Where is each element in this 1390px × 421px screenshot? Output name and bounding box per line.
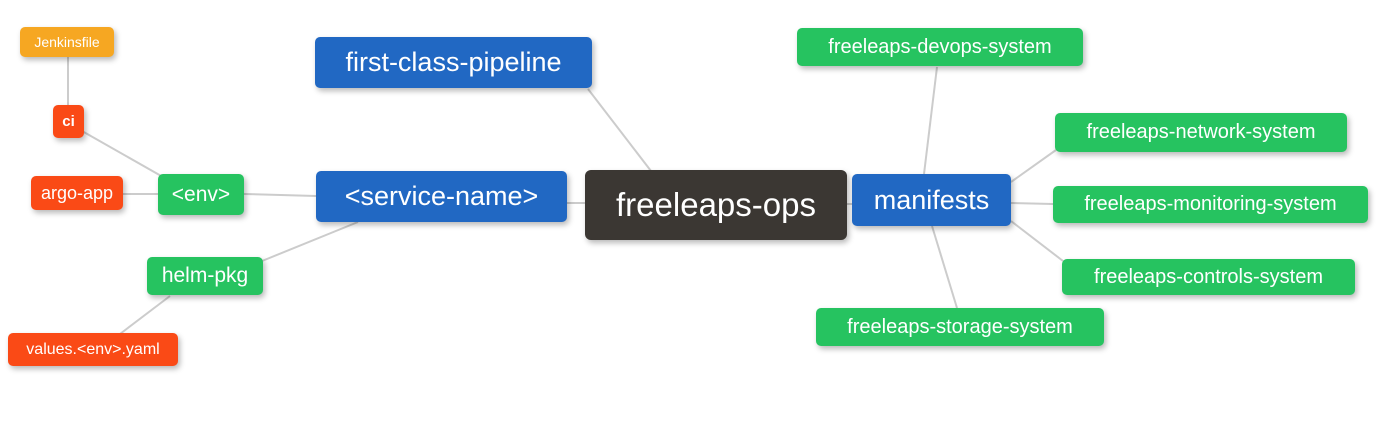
node-manifests[interactable]: manifests — [852, 174, 1011, 226]
edge-manifests-network — [1010, 149, 1057, 183]
node-freeleaps-controls-system[interactable]: freeleaps-controls-system — [1062, 259, 1355, 295]
node-ci[interactable]: ci — [53, 105, 84, 138]
edge-values-helm-pkg — [119, 295, 171, 335]
node-helm-pkg[interactable]: helm-pkg — [147, 257, 263, 295]
node-freeleaps-storage-system[interactable]: freeleaps-storage-system — [816, 308, 1104, 346]
node-first-class-pipeline[interactable]: first-class-pipeline — [315, 37, 592, 88]
node-freeleaps-devops-system[interactable]: freeleaps-devops-system — [797, 28, 1083, 66]
node-argo-app[interactable]: argo-app — [31, 176, 123, 210]
edge-pipeline-ops — [587, 88, 652, 172]
node-values-env-yaml[interactable]: values.<env>.yaml — [8, 333, 178, 366]
edge-manifests-devops — [923, 66, 938, 175]
node-freeleaps-network-system[interactable]: freeleaps-network-system — [1055, 113, 1347, 152]
node-freeleaps-monitoring-system[interactable]: freeleaps-monitoring-system — [1053, 186, 1368, 223]
edge-helm-pkg-service-name — [261, 221, 359, 262]
edge-manifests-storage — [931, 225, 958, 309]
node-freeleaps-ops-root[interactable]: freeleaps-ops — [585, 170, 847, 240]
node-env[interactable]: <env> — [158, 174, 244, 215]
edge-env-service-name — [243, 193, 317, 197]
edge-ci-env — [81, 130, 164, 178]
edge-manifests-monitoring — [1010, 202, 1054, 205]
node-service-name[interactable]: <service-name> — [316, 171, 567, 222]
edge-manifests-controls — [1010, 220, 1064, 262]
node-jenkinsfile[interactable]: Jenkinsfile — [20, 27, 114, 57]
